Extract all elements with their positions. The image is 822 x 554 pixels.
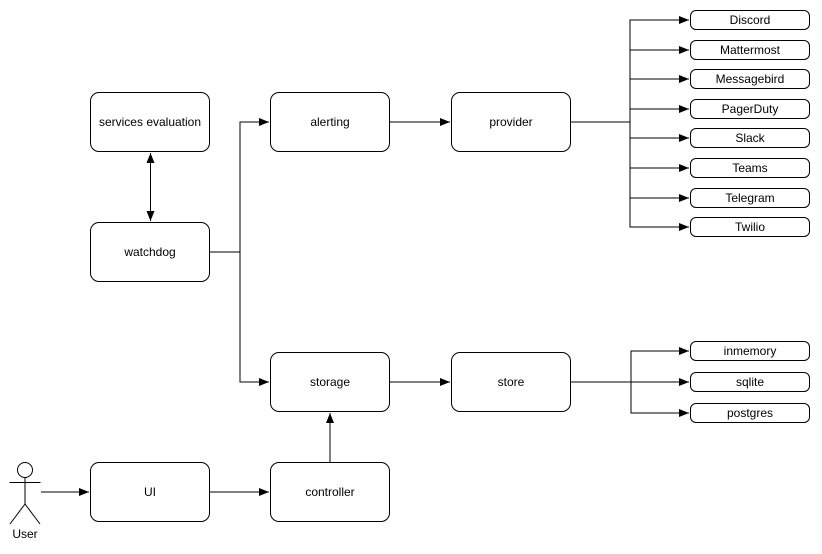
node-alerting: alerting (270, 92, 390, 152)
node-storage: storage (270, 352, 390, 412)
node-watchdog: watchdog (90, 222, 210, 282)
edge-store-postgres (571, 381, 689, 417)
edge-watchdog-alerting (210, 118, 269, 253)
provider-node-mattermost: Mattermost (690, 40, 810, 60)
provider-node-messagebird: Messagebird (690, 69, 810, 89)
node-services-evaluation: services evaluation (90, 92, 210, 152)
user-actor-icon (9, 462, 41, 525)
provider-node-teams: Teams (690, 158, 810, 178)
edge-provider-twilio (571, 121, 689, 231)
node-controller: controller (270, 462, 390, 522)
node-provider: provider (451, 92, 571, 152)
provider-node-twilio: Twilio (690, 217, 810, 237)
edge-store-inmemory (571, 347, 689, 383)
node-ui: UI (90, 462, 210, 522)
actor-label: User (12, 527, 38, 541)
provider-node-slack: Slack (690, 128, 810, 148)
store-node-inmemory: inmemory (690, 341, 810, 361)
store-node-postgres: postgres (690, 403, 810, 423)
provider-node-discord: Discord (690, 10, 810, 30)
provider-node-pagerduty: PagerDuty (690, 99, 810, 119)
store-node-sqlite: sqlite (690, 372, 810, 392)
provider-node-telegram: Telegram (690, 188, 810, 208)
node-store: store (451, 352, 571, 412)
actor-head (17, 462, 33, 478)
actor-leg-right (24, 503, 41, 525)
edge-provider-pagerduty (571, 105, 689, 123)
actor-leg-left (9, 503, 26, 525)
edge-watchdog-storage (210, 251, 269, 386)
